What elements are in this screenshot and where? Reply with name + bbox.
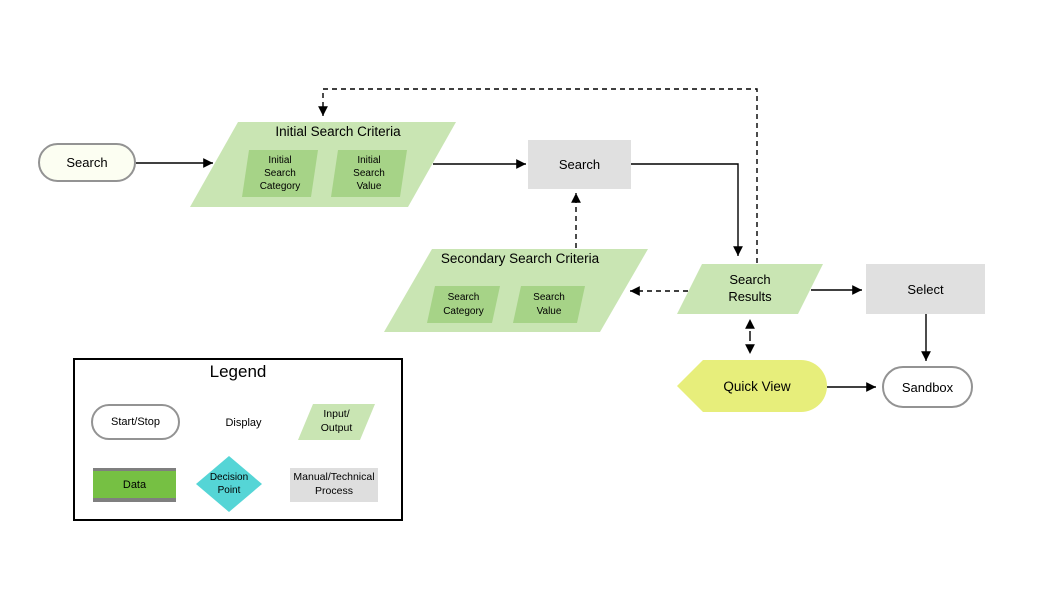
secondary-criteria-category-label: Search Category	[443, 292, 484, 317]
initial-criteria-category-label: Initial Search Category	[259, 154, 301, 193]
legend-start-stop-label: Start/Stop	[111, 416, 160, 428]
secondary-criteria-category-shape	[427, 286, 500, 323]
secondary-criteria-value-label: Search Value	[533, 292, 565, 317]
node-start-label: Search	[66, 155, 108, 170]
initial-criteria-value-label: Initial Search Value	[353, 154, 385, 193]
node-sandbox-label: Sandbox	[901, 379, 954, 395]
node-search-results	[677, 264, 823, 314]
node-start: Search	[38, 143, 136, 182]
initial-criteria-category-shape	[242, 150, 318, 197]
legend-input-output-label: Input/ Output	[320, 408, 353, 434]
legend-manual-process-shape: Manual/Technical Process	[290, 468, 378, 502]
node-select-process-label: Select	[907, 281, 944, 297]
node-sandbox: Sandbox	[882, 366, 973, 408]
legend-display-label: Display	[225, 417, 262, 429]
node-search-process-label: Search	[558, 157, 601, 172]
initial-criteria-title: Initial Search Criteria	[275, 124, 401, 139]
search-results-label: Search Results	[728, 272, 772, 304]
legend-start-stop-shape: Start/Stop	[91, 404, 180, 440]
legend-title: Legend	[209, 362, 267, 381]
node-search-process: Search	[528, 140, 631, 189]
node-select-process: Select	[866, 264, 985, 314]
legend-input-output-shape	[298, 404, 375, 440]
legend-manual-process-label: Manual/Technical Process	[293, 471, 375, 497]
secondary-criteria-value-shape	[513, 286, 585, 323]
initial-criteria-value-shape	[331, 150, 407, 197]
legend-data-label: Data	[122, 478, 147, 491]
edge-search-results-to-initial-criteria	[318, 88, 758, 263]
secondary-criteria-title: Secondary Search Criteria	[440, 251, 600, 266]
edge-search-to-search-results	[631, 163, 743, 256]
quick-view-label: Quick View	[723, 378, 791, 394]
legend-data-shape: Data	[93, 468, 176, 502]
quick-view-shape	[677, 360, 827, 412]
legend-decision-label: Decision Point	[209, 472, 249, 496]
node-initial-criteria	[190, 122, 456, 207]
